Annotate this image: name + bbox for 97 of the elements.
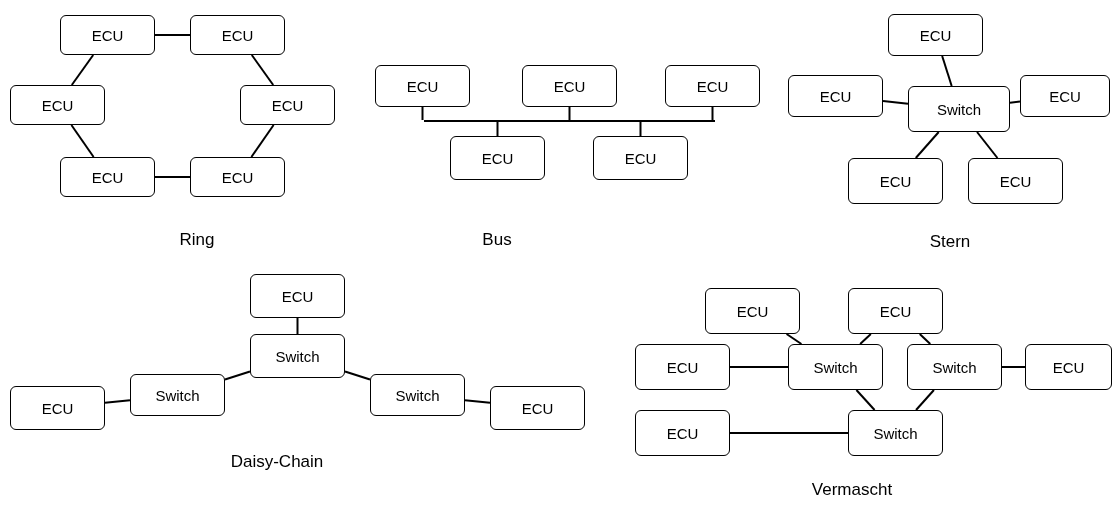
- node-label: ECU: [406, 77, 439, 95]
- topology-caption: Bus: [482, 230, 512, 250]
- node-label: ECU: [553, 77, 586, 95]
- connector-line: [70, 124, 95, 158]
- connector-line: [729, 432, 849, 434]
- node-label: Switch: [275, 347, 320, 365]
- node-label: ECU: [271, 96, 304, 114]
- node-label: ECU: [91, 168, 124, 186]
- connector-line: [711, 106, 714, 121]
- node-box: [665, 65, 760, 107]
- node-label: ECU: [41, 399, 74, 417]
- node-label: ECU: [281, 287, 314, 305]
- node-box: [240, 85, 335, 125]
- topology-caption: Stern: [929, 232, 971, 252]
- node-label: Switch: [932, 358, 977, 376]
- connector-line: [344, 370, 371, 381]
- connector-line: [421, 106, 424, 121]
- connector-line: [1001, 366, 1026, 368]
- topology-caption: Daisy-Chain: [230, 452, 324, 472]
- connector-line: [224, 370, 251, 381]
- topology-caption: Ring: [179, 230, 215, 250]
- node-box: [635, 410, 730, 456]
- node-label: ECU: [1049, 87, 1081, 105]
- node-box: [968, 158, 1063, 204]
- node-label: ECU: [41, 96, 74, 114]
- node-box: [888, 14, 983, 56]
- node-box: [1020, 75, 1110, 117]
- node-label: ECU: [624, 149, 657, 167]
- connector-line: [70, 54, 95, 86]
- topology-caption: Vermascht: [811, 480, 893, 500]
- connector-line: [104, 399, 131, 404]
- node-box: [908, 86, 1010, 132]
- node-box: [450, 136, 545, 180]
- connector-line: [976, 131, 999, 159]
- node-label: Switch: [395, 386, 440, 404]
- node-box: [522, 65, 617, 107]
- connector-line: [639, 121, 642, 137]
- node-label: Switch: [936, 100, 982, 118]
- connector-line: [296, 317, 299, 335]
- node-box: [705, 288, 800, 334]
- connector-line: [882, 100, 909, 105]
- bus-line: [424, 120, 715, 122]
- node-box: [848, 410, 943, 456]
- connector-line: [154, 34, 191, 36]
- node-box: [60, 157, 155, 197]
- connector-line: [785, 333, 803, 345]
- node-label: ECU: [696, 77, 729, 95]
- node-box: [788, 75, 883, 117]
- node-box: [190, 157, 285, 197]
- node-box: [848, 288, 943, 334]
- node-box: [130, 374, 225, 416]
- node-label: Switch: [873, 424, 918, 442]
- node-box: [10, 85, 105, 125]
- connector-line: [568, 106, 571, 121]
- node-box: [635, 344, 730, 390]
- node-label: ECU: [521, 399, 554, 417]
- connector-line: [915, 389, 935, 411]
- node-label: ECU: [1052, 358, 1085, 376]
- connector-line: [250, 124, 275, 158]
- node-label: ECU: [819, 87, 852, 105]
- connector-line: [464, 399, 491, 404]
- node-label: ECU: [999, 172, 1032, 190]
- node-label: ECU: [221, 26, 254, 44]
- connector-line: [914, 131, 940, 159]
- node-box: [375, 65, 470, 107]
- node-box: [1025, 344, 1112, 390]
- node-label: ECU: [666, 358, 699, 376]
- connector-line: [496, 121, 499, 137]
- node-label: ECU: [481, 149, 514, 167]
- node-box: [190, 15, 285, 55]
- connector-line: [918, 333, 932, 345]
- node-label: ECU: [91, 26, 124, 44]
- connector-line: [1009, 100, 1021, 104]
- node-box: [60, 15, 155, 55]
- node-box: [370, 374, 465, 416]
- node-label: ECU: [221, 168, 254, 186]
- node-label: ECU: [919, 26, 952, 44]
- node-label: ECU: [879, 172, 912, 190]
- node-box: [250, 274, 345, 318]
- node-box: [250, 334, 345, 378]
- node-box: [907, 344, 1002, 390]
- connector-line: [859, 333, 872, 345]
- connector-line: [154, 176, 191, 178]
- node-box: [593, 136, 688, 180]
- node-box: [490, 386, 585, 430]
- node-label: ECU: [879, 302, 912, 320]
- node-box: [788, 344, 883, 390]
- connector-line: [855, 389, 876, 411]
- node-label: ECU: [666, 424, 699, 442]
- node-box: [10, 386, 105, 430]
- connector-line: [729, 366, 789, 368]
- node-label: Switch: [813, 358, 858, 376]
- node-box: [848, 158, 943, 204]
- node-label: Switch: [155, 386, 200, 404]
- connector-line: [941, 55, 953, 87]
- connector-line: [250, 54, 275, 86]
- node-label: ECU: [736, 302, 769, 320]
